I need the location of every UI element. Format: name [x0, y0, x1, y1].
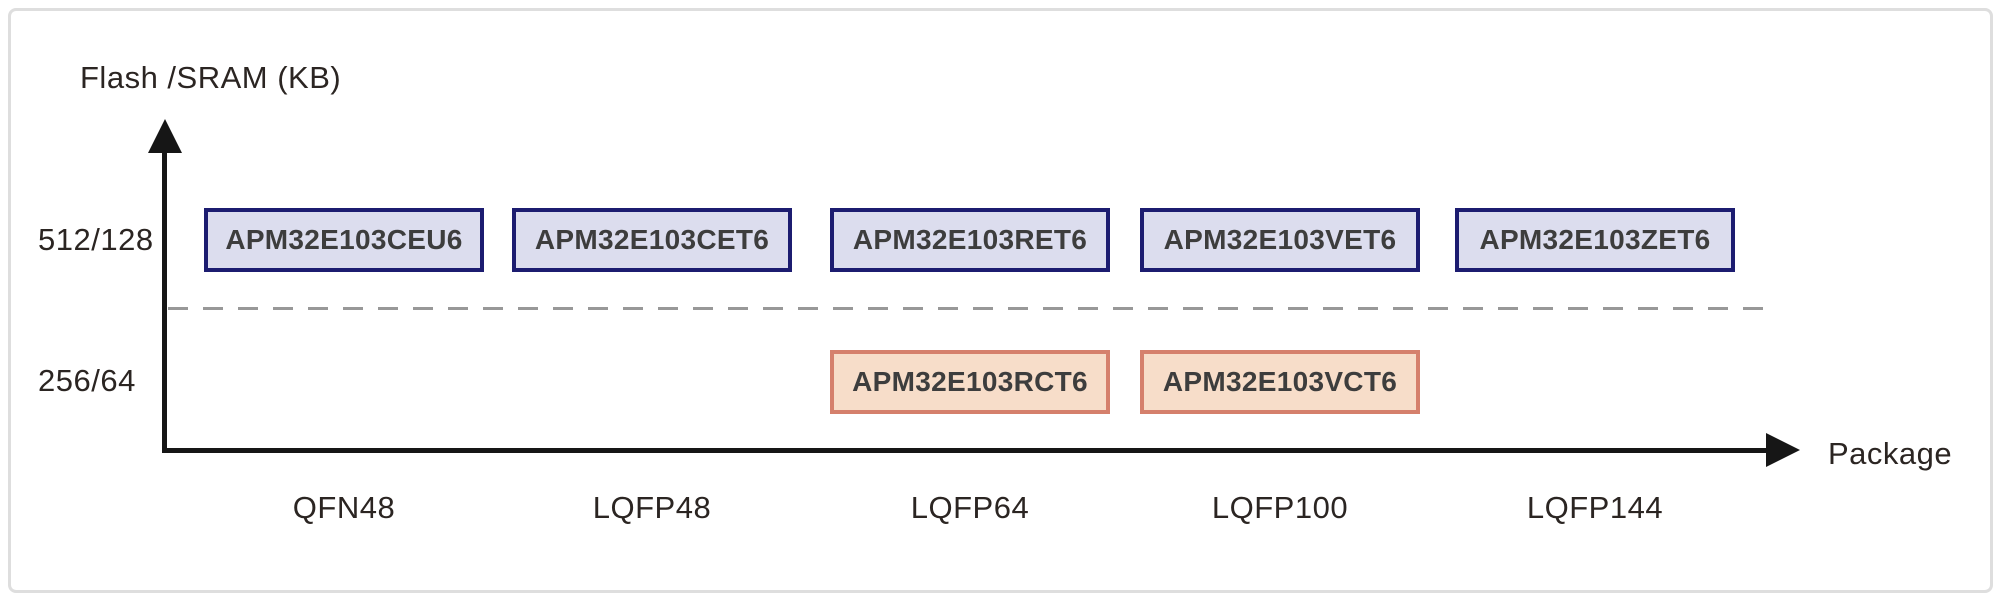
part-chip-apm32e103rct6: APM32E103RCT6	[830, 350, 1110, 414]
y-axis-title: Flash /SRAM (KB)	[80, 60, 342, 95]
memory-tier-divider-dashed-line	[168, 307, 1766, 310]
part-chip-apm32e103zet6: APM32E103ZET6	[1455, 208, 1735, 272]
y-axis-line	[162, 145, 167, 452]
part-chip-apm32e103vct6: APM32E103VCT6	[1140, 350, 1420, 414]
y-tick-512-128: 512/128	[38, 222, 154, 257]
x-tick-lqfp64: LQFP64	[910, 490, 1030, 525]
part-chip-apm32e103cet6: APM32E103CET6	[512, 208, 792, 272]
y-tick-256-64: 256/64	[38, 363, 136, 398]
part-chip-apm32e103vet6: APM32E103VET6	[1140, 208, 1420, 272]
x-tick-lqfp48: LQFP48	[592, 490, 712, 525]
x-tick-lqfp144: LQFP144	[1526, 490, 1664, 525]
x-tick-qfn48: QFN48	[292, 490, 396, 525]
x-axis-arrow-icon	[1766, 433, 1800, 467]
part-chip-apm32e103ceu6: APM32E103CEU6	[204, 208, 484, 272]
x-tick-lqfp100: LQFP100	[1211, 490, 1349, 525]
x-axis-title: Package	[1828, 436, 1953, 471]
part-chip-apm32e103ret6: APM32E103RET6	[830, 208, 1110, 272]
x-axis-line	[162, 448, 1770, 453]
